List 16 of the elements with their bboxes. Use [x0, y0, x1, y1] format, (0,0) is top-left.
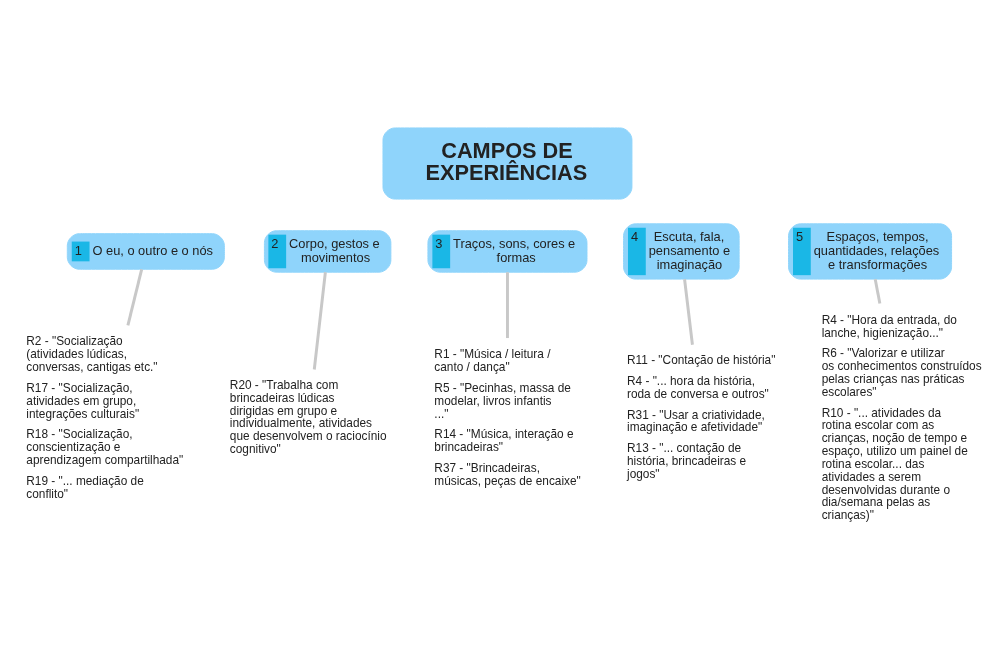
connector [873, 278, 882, 304]
connector [683, 278, 694, 345]
node-text: R4 - "Hora da entrada, do lanche, higienização..." R6 - "Valorizar e utilizar os conhecimentos construídos pelas crianças nas práticas escolares" R10 - "... atividades da rotina escolar com as crianças, noção de tempo e espaço, utilizo um painel de rotina escolar... das atividades a serem desenvolvidas durante o dia/semana pelas as crianças)" [821, 312, 982, 522]
node-text: R2 - "Socialização (atividades lúdicas, conversas, cantigas etc." R17 - "Socialização, atividades em grupo, integrações culturais" R18 - "Socialização, conscientização e aprendizagem compartilhada" R19 - "... mediação de conflito" [26, 333, 184, 501]
node-box: 4 Escuta, fala, pensamento e imaginação [623, 222, 740, 280]
node-text: R11 - "Contação de história" R4 - "... hora da história, roda de conversa e outros" R31 - "Usar a criatividade, imaginação e afetividade" R13 - "... contação de história, brincadeiras e jogos" [627, 352, 776, 481]
node-box: 2 Corpo, gestos e movimentos [263, 229, 392, 273]
node-box: 3 Traços, sons, cores e formas [427, 229, 588, 273]
connector [505, 271, 509, 338]
connector [126, 268, 144, 326]
node-box: CAMPOS DE EXPERIÊNCIAS [382, 126, 633, 200]
node-box: 5 Espaços, tempos, quantidades, relações e transformações [788, 222, 953, 280]
node-box: 1 O eu, o outro e o nós [66, 232, 225, 270]
node-text: R20 - "Trabalha com brincadeiras lúdicas dirigidas em grupo e individualmente, atividades que desenvolvem o raciocínio cognitivo" [229, 377, 387, 456]
node-text: R1 - "Música / leitura / canto / dança" R5 - "Pecinhas, massa de modelar, livros infantis ..." R14 - "Música, interação e brincadeiras" R37 - "Brincadeiras, músicas, peças de encaixe" [434, 346, 581, 488]
connector [312, 271, 327, 370]
